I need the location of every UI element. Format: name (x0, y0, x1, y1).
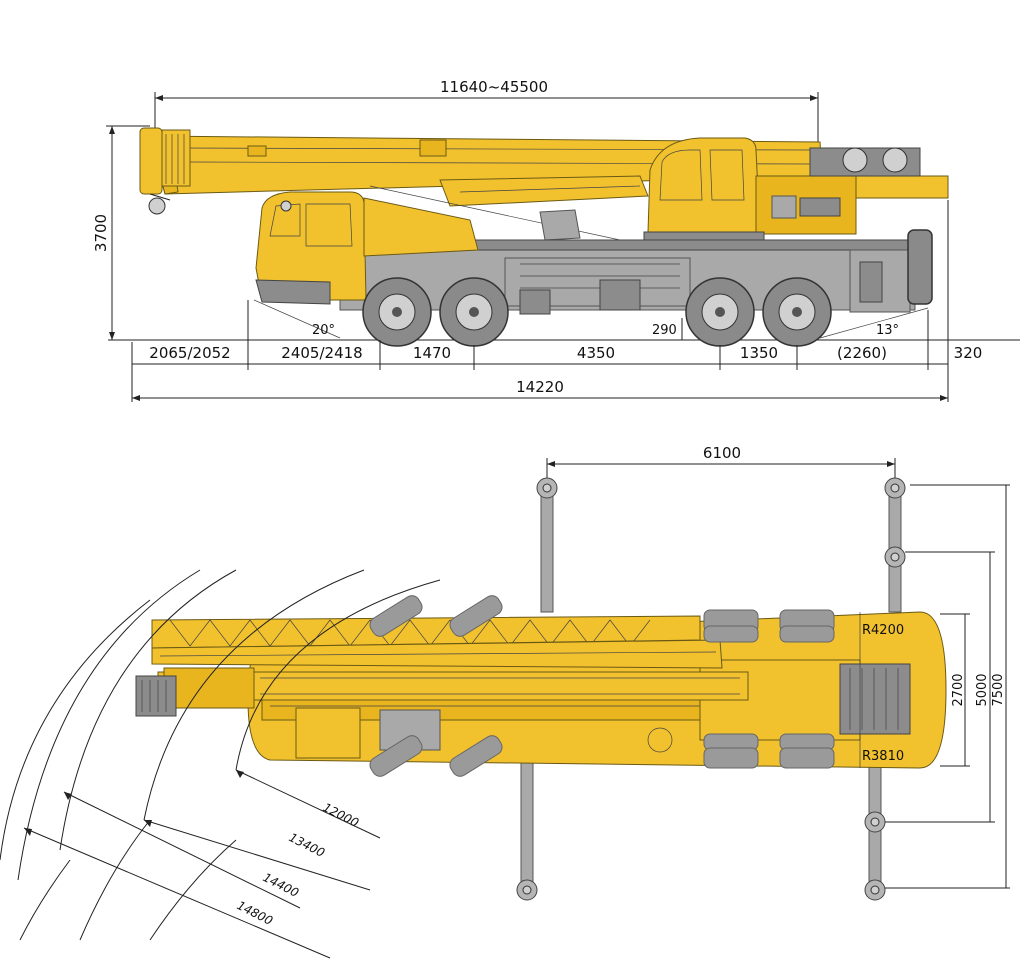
segment-dim-6: (2260) (837, 344, 887, 362)
top-view: 6100 2700 5000 75 (0, 444, 1010, 959)
overall-length-dimension: 14220 (132, 378, 948, 401)
width-mid-label: 5000 (975, 673, 990, 706)
wheel-4 (762, 277, 832, 347)
boom-length-dimension: 11640~45500 (154, 78, 819, 142)
height-dimension: 3700 (92, 125, 150, 340)
ground-clearance: 290 (652, 318, 683, 340)
wheel-1 (362, 277, 432, 347)
segment-dimensions: 2065/2052 2405/2418 1470 4350 1350 (2260… (131, 200, 983, 402)
driver-cab (255, 191, 479, 305)
swing-radius-1: 12000 (321, 800, 362, 830)
boom-length-label: 11640~45500 (440, 78, 548, 96)
segment-dim-4: 4350 (577, 344, 615, 362)
outrigger-span-label: 6100 (703, 444, 741, 462)
segment-dim-2: 2405/2418 (281, 344, 362, 362)
swing-radius-3: 14400 (261, 870, 302, 900)
outrigger-span-dimension: 6100 (546, 444, 896, 478)
radius-front-label: R4200 (862, 623, 904, 638)
ground-clearance-label: 290 (652, 323, 677, 338)
departure-angle-label: 13° (876, 323, 899, 338)
segment-dim-5: 1350 (740, 344, 778, 362)
width-outer-label: 7500 (991, 673, 1006, 706)
approach-angle: 20° (253, 299, 341, 339)
swing-radius-leaders: 12000 13400 14400 14800 (23, 769, 381, 959)
carrier-tires-top (369, 595, 835, 777)
crane-operator-cab (539, 137, 949, 243)
segment-dim-1: 2065/2052 (149, 344, 230, 362)
width-dimensions: 2700 5000 7500 (885, 484, 1010, 889)
boom-lattice-top (135, 615, 749, 717)
swing-radius-arcs (0, 569, 441, 941)
carrier-wheels (362, 277, 832, 347)
height-label: 3700 (92, 214, 110, 252)
width-inner-label: 2700 (951, 673, 966, 706)
departure-angle: 13° (819, 307, 929, 339)
segment-dim-3: 1470 (413, 344, 451, 362)
swing-radius-4: 14800 (235, 898, 276, 928)
wheel-2 (439, 277, 509, 347)
side-view: 11640~45500 3700 (92, 78, 1020, 402)
rear-overhang-label: 320 (954, 344, 983, 362)
swing-radius-2: 13400 (287, 830, 328, 860)
wheel-3 (685, 277, 755, 347)
overall-length-label: 14220 (516, 378, 564, 396)
radius-rear-label: R3810 (862, 749, 904, 764)
approach-angle-label: 20° (312, 323, 335, 338)
